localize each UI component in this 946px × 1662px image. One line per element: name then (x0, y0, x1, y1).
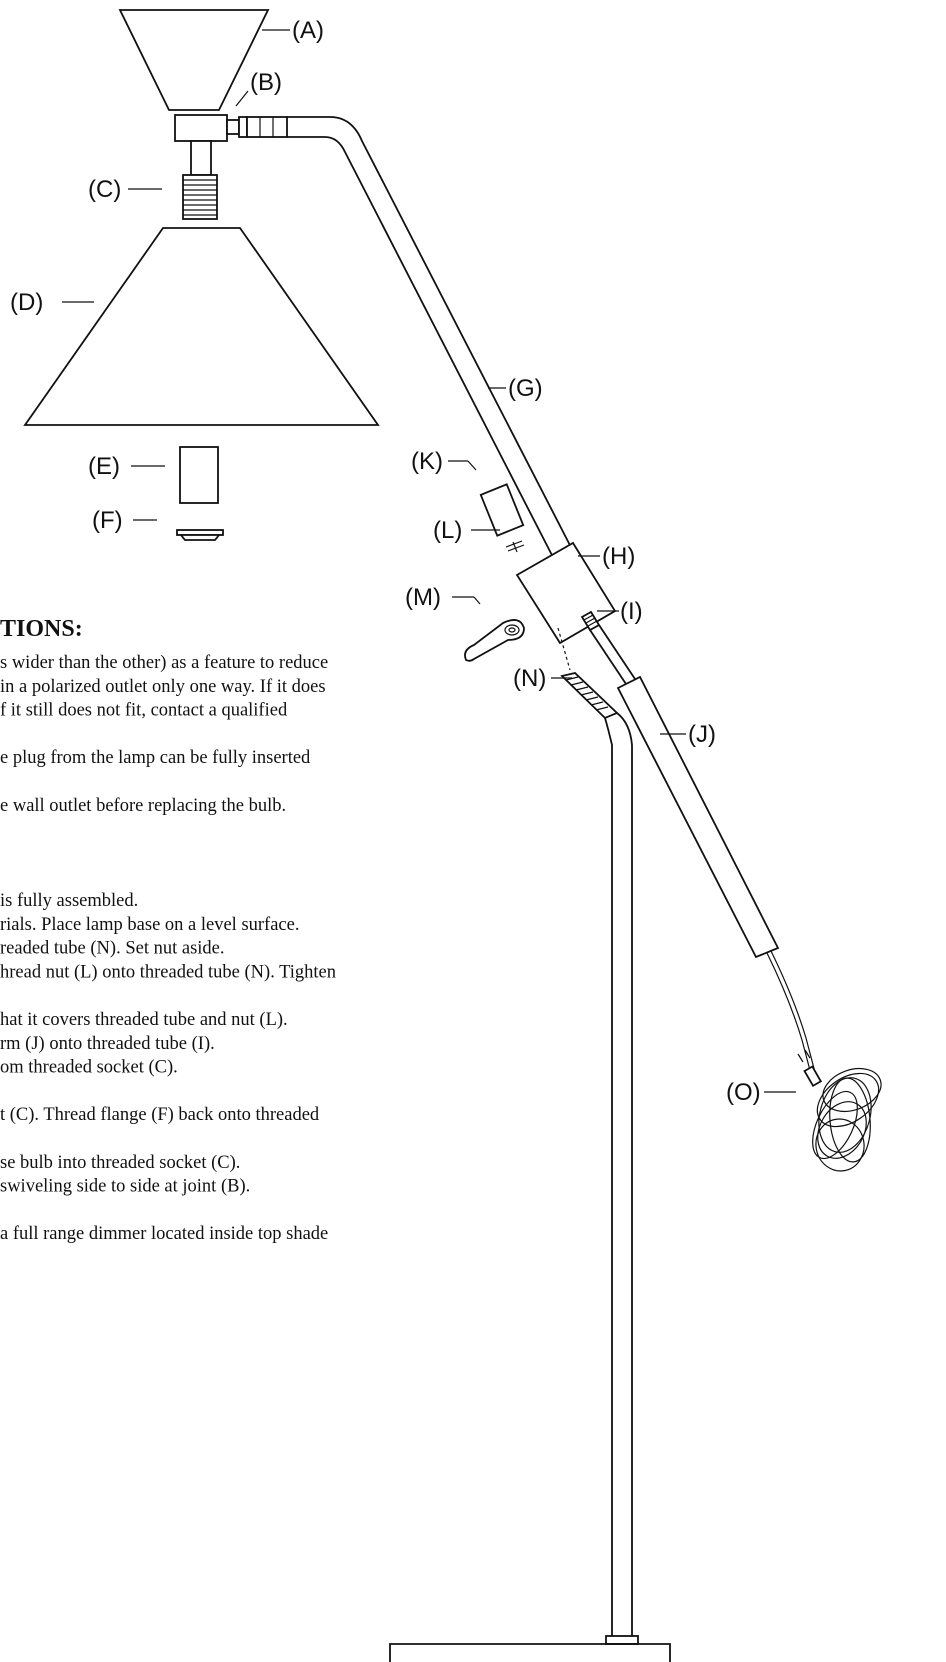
instruction-line: t (C). Thread flange (F) back onto threa… (0, 1105, 320, 1125)
plug-icon (797, 1049, 823, 1088)
label-l: (L) (433, 517, 462, 544)
socket-threads (183, 179, 217, 216)
instruction-line: a full range dimmer located inside top s… (0, 1224, 328, 1244)
instruction-line: hat it covers threaded tube and nut (L). (0, 1010, 288, 1030)
label-f: (F) (92, 507, 123, 534)
socket-housing (174, 114, 248, 142)
label-k: (K) (411, 448, 443, 475)
instruction-line: f it still does not fit, contact a quali… (0, 701, 288, 721)
instruction-line: e plug from the lamp can be fully insert… (0, 748, 311, 768)
instruction-line: is fully assembled. (0, 891, 138, 911)
nut-part-l (505, 540, 525, 553)
instruction-line: swiveling side to side at joint (B). (0, 1177, 250, 1197)
label-n: (N) (513, 665, 546, 692)
instruction-line: in a polarized outlet only one way. If i… (0, 677, 326, 697)
label-c: (C) (88, 176, 121, 203)
label-j: (J) (688, 721, 716, 748)
instruction-line: hread nut (L) onto threaded tube (N). Ti… (0, 962, 336, 982)
flange-part-f (176, 529, 224, 541)
label-o: (O) (726, 1079, 761, 1106)
instruction-line: readed tube (N). Set nut aside. (0, 939, 225, 959)
label-d: (D) (10, 289, 43, 316)
label-h: (H) (602, 543, 635, 570)
threaded-tube-part-n (557, 627, 619, 720)
lamp-base (389, 1643, 671, 1662)
threaded-tube-part-i (580, 610, 640, 691)
instruction-line: rials. Place lamp base on a level surfac… (0, 915, 299, 935)
lower-shade-part-d (23, 227, 380, 426)
label-b: (B) (250, 69, 282, 96)
label-i: (I) (620, 598, 643, 625)
leader-lines (62, 29, 796, 1093)
label-m: (M) (405, 584, 441, 611)
part-k (479, 483, 525, 537)
instruction-line: e wall outlet before replacing the bulb. (0, 796, 286, 816)
lamp-pole (604, 712, 639, 1645)
instruction-line: se bulb into threaded socket (C). (0, 1153, 240, 1173)
threaded-socket-part-c (182, 140, 218, 220)
upper-arm-part-g (246, 116, 576, 564)
instruction-line: om threaded socket (C). (0, 1058, 178, 1078)
instruction-line: rm (J) onto threaded tube (I). (0, 1034, 215, 1054)
instructions-heading: TIONS: (0, 616, 83, 642)
lower-arm-part-j (616, 675, 780, 959)
key-part-m (464, 619, 525, 662)
label-a: (A) (292, 17, 324, 44)
instruction-line: s wider than the other) as a feature to … (0, 653, 328, 673)
instructions-body: s wider than the other) as a feature to … (0, 653, 336, 1244)
power-cord-part-o (766, 950, 882, 1172)
label-e: (E) (88, 453, 120, 480)
top-shade-part-a (118, 9, 270, 111)
label-g: (G) (508, 375, 543, 402)
part-e-diffuser (179, 446, 219, 504)
